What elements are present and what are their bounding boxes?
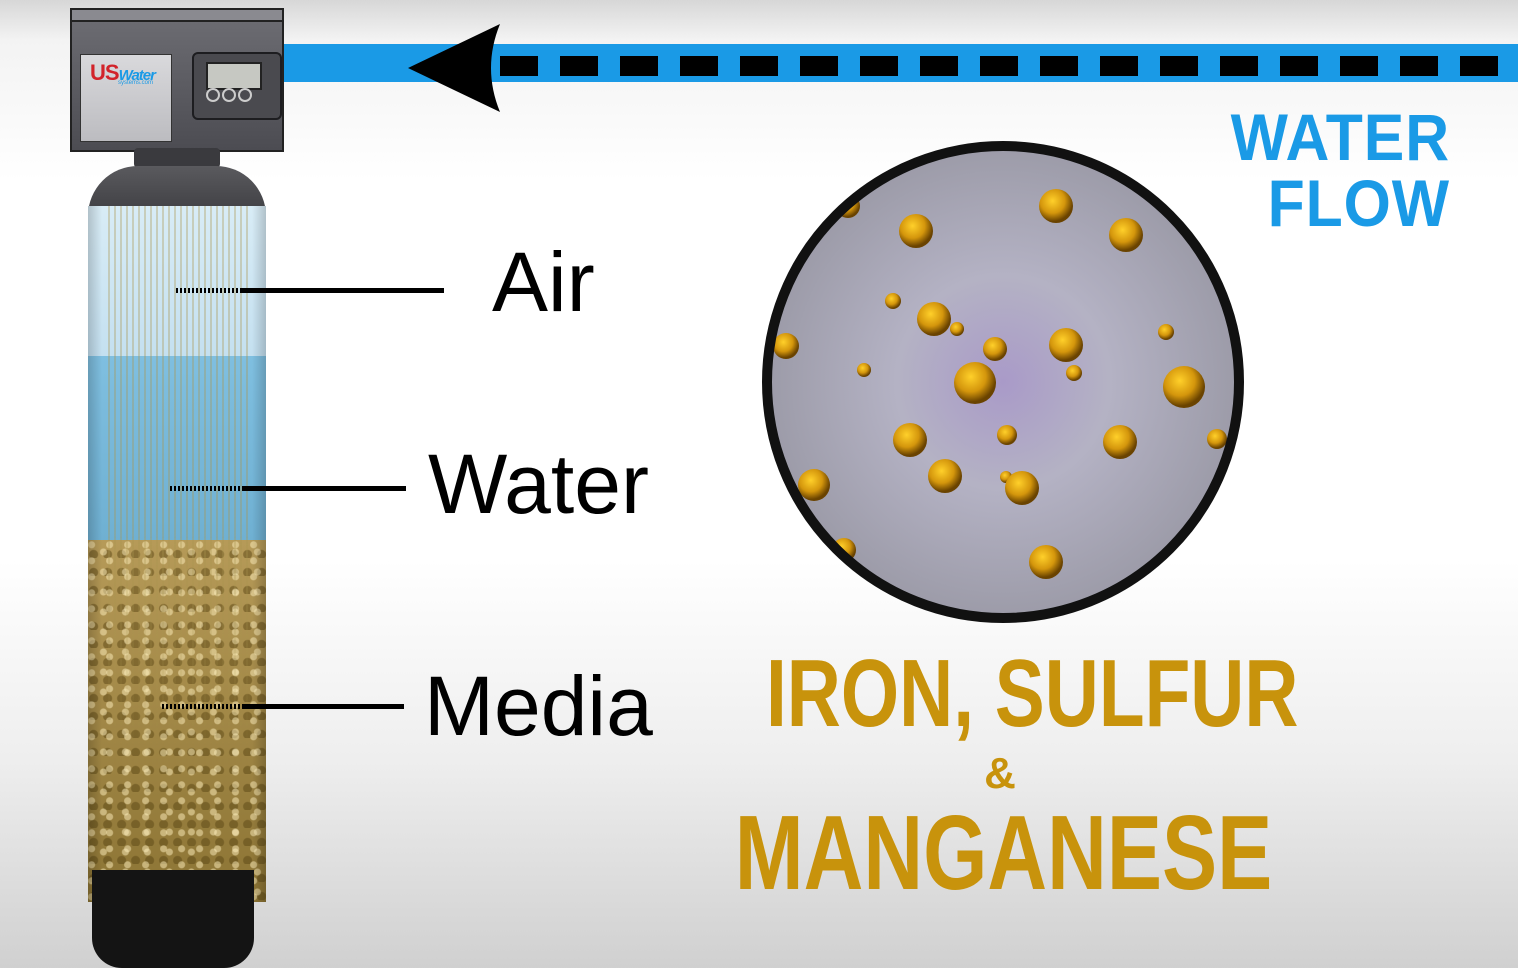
particle xyxy=(1029,545,1063,579)
tank-shadow-right xyxy=(252,206,266,902)
particle xyxy=(857,363,871,377)
control-button-icon xyxy=(222,88,236,102)
air-leader-stub xyxy=(176,288,242,293)
particle xyxy=(1103,425,1137,459)
tank-media-layer xyxy=(88,540,266,902)
tank-air-layer xyxy=(88,206,266,358)
particle xyxy=(997,425,1017,445)
media-leader-line xyxy=(242,704,404,709)
media-label: Media xyxy=(424,659,653,753)
brand-logo-water: Water xyxy=(118,67,156,84)
control-valve-top xyxy=(70,8,284,22)
contaminant-line-1: IRON, SULFUR xyxy=(766,640,1299,747)
tank-shadow-left xyxy=(88,206,102,902)
particle xyxy=(773,333,799,359)
particle xyxy=(954,362,996,404)
brand-plate xyxy=(80,54,172,142)
water-label: Water xyxy=(428,437,649,531)
control-button-icon xyxy=(206,88,220,102)
particles xyxy=(773,189,1227,579)
water-leader-stub xyxy=(170,486,242,491)
particle xyxy=(893,423,927,457)
particle xyxy=(1005,471,1039,505)
brand-logo-us: US xyxy=(90,60,120,85)
contaminant-line-2: MANGANESE xyxy=(734,794,1273,912)
particle xyxy=(1066,365,1082,381)
particle-view-border xyxy=(762,141,1244,623)
tank-neck xyxy=(134,148,220,168)
contaminant-ampersand: & xyxy=(984,749,1016,798)
brand-subtitle: systems.com xyxy=(118,80,154,86)
particle xyxy=(1158,324,1174,340)
particle xyxy=(917,302,951,336)
particle xyxy=(1163,366,1205,408)
particle xyxy=(928,459,962,493)
control-display xyxy=(206,62,262,90)
control-button-icon xyxy=(238,88,252,102)
particle xyxy=(950,322,964,336)
flow-arrow-icon xyxy=(408,24,500,112)
tank-base xyxy=(92,870,254,968)
particle xyxy=(1207,429,1227,449)
particle xyxy=(1049,328,1083,362)
particle xyxy=(885,293,901,309)
contaminant-particle-view xyxy=(762,141,1244,623)
flow-dashed-line xyxy=(500,56,1518,76)
particle xyxy=(1039,189,1073,223)
water-flow-label: WATER FLOW xyxy=(1230,100,1450,240)
particle xyxy=(798,469,830,501)
brand-logo: USWater xyxy=(90,60,156,86)
air-label: Air xyxy=(492,235,595,329)
particle xyxy=(1109,218,1143,252)
tank-water-layer xyxy=(88,356,266,542)
air-leader-line xyxy=(242,288,444,293)
media-leader-stub xyxy=(162,704,242,709)
particle xyxy=(983,337,1007,361)
particle-field xyxy=(767,146,1239,618)
water-leader-line xyxy=(242,486,406,491)
particle xyxy=(899,214,933,248)
